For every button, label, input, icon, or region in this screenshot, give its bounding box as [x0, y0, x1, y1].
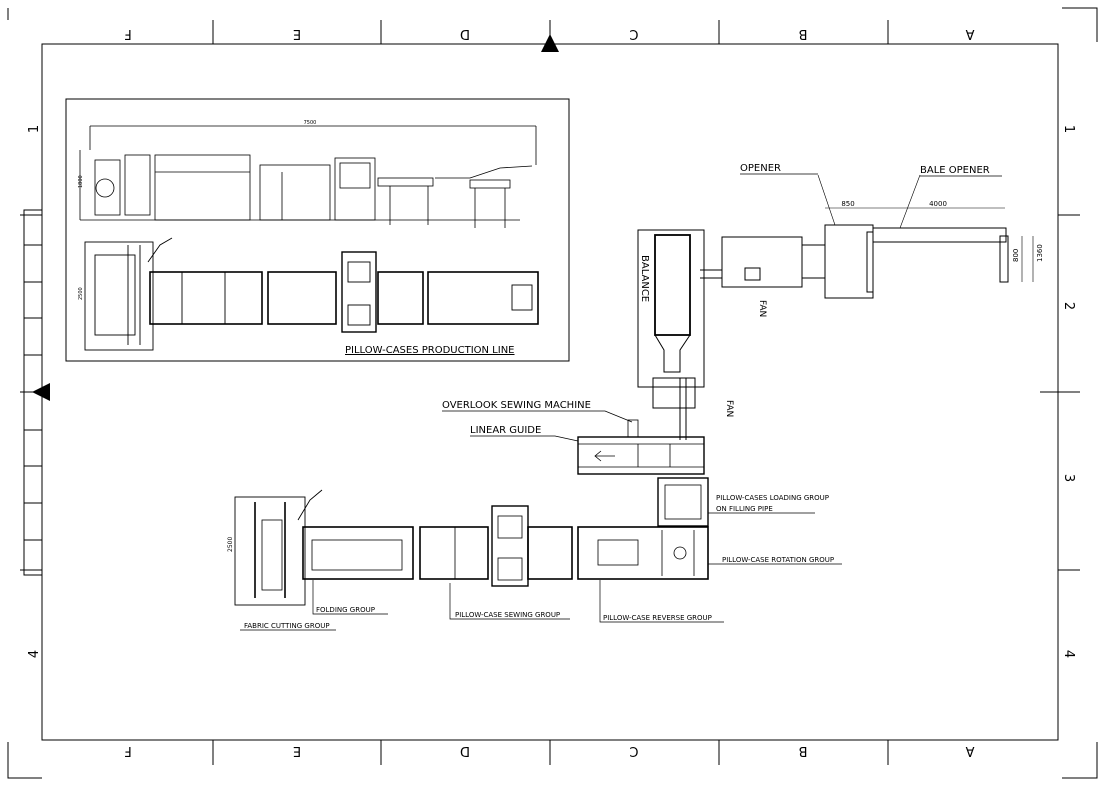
dim-2500: 2500 [227, 537, 234, 552]
bale-opener [700, 174, 1034, 299]
reverse-label: PILLOW-CASE REVERSE GROUP [603, 614, 712, 622]
zone-bottom-3: D [460, 743, 470, 758]
zone-top-5: B [799, 26, 808, 41]
cutting-label: FABRIC CUTTING GROUP [244, 622, 330, 630]
linear-guide-label: LINEAR GUIDE [470, 425, 541, 436]
top-center-arrow-icon [541, 34, 559, 52]
zone-top-6: A [965, 26, 974, 41]
inset-plan [84, 237, 539, 351]
main-line [234, 489, 709, 606]
loading-label-2: ON FILLING PIPE [716, 505, 773, 513]
dim-800: 800 [1012, 249, 1020, 262]
row-right-1: 1 [1061, 125, 1076, 133]
inset-elevation [79, 125, 537, 228]
rotation-label: PILLOW-CASE ROTATION GROUP [722, 556, 834, 564]
bale-opener-label: BALE OPENER [920, 165, 990, 176]
linear-guide-unit [577, 419, 705, 475]
zone-top-2: E [293, 26, 301, 41]
sewing-label: PILLOW-CASE SEWING GROUP [455, 611, 560, 619]
inset-length-dim: 7500 [304, 120, 317, 126]
dim-850: 850 [841, 200, 854, 208]
row-right-3: 3 [1061, 474, 1076, 482]
inset-panel: 7500 1800 2500 PILLOW-CASES PRODUCTION L… [65, 98, 570, 362]
fan-mid-label: FAN [724, 400, 734, 417]
overlook-label: OVERLOOK SEWING MACHINE [442, 400, 591, 411]
balance-label: BALANCE [639, 255, 650, 302]
folding-label: FOLDING GROUP [316, 606, 375, 614]
loading-label-1: PILLOW-CASES LOADING GROUP [716, 494, 829, 502]
fan-top-label: FAN [757, 300, 767, 317]
inset-title: PILLOW-CASES PRODUCTION LINE [345, 345, 515, 356]
balance-unit [637, 229, 705, 440]
opener-label: OPENER [740, 163, 781, 174]
inset-height-dim: 1800 [78, 175, 84, 188]
inset-width-dim: 2500 [78, 287, 84, 300]
sheet-frame [7, 7, 1098, 779]
left-center-arrow-icon [32, 383, 50, 401]
dim-4000: 4000 [929, 200, 947, 208]
zone-top-3: D [460, 26, 470, 41]
loading-group [657, 477, 709, 527]
zone-top-4: C [629, 26, 638, 41]
row-left-1: 1 [27, 125, 42, 133]
dim-1360: 1360 [1036, 244, 1044, 262]
row-right-2: 2 [1061, 302, 1076, 310]
row-left-4: 4 [27, 650, 42, 658]
row-right-4: 4 [1061, 650, 1076, 658]
zone-bottom-5: B [799, 743, 808, 758]
zone-bottom-1: F [124, 743, 131, 758]
zone-bottom-6: A [965, 743, 974, 758]
zone-top-1: F [124, 26, 131, 41]
zone-bottom-2: E [293, 743, 301, 758]
zone-bottom-4: C [629, 743, 638, 758]
